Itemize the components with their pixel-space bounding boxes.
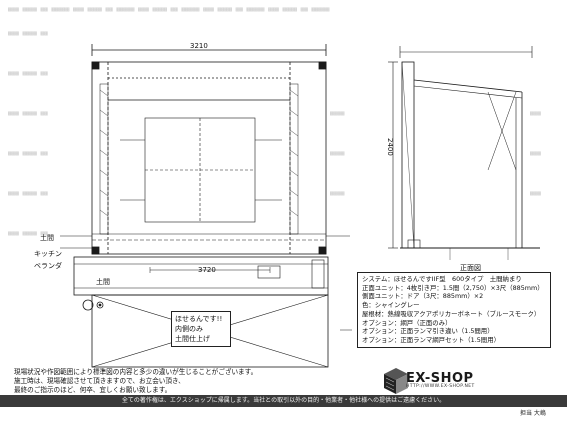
spec-line: 色：シャイングレー	[362, 301, 420, 310]
watermark: ▦▦▦ ▦▦▦▦ ▦▦	[8, 150, 48, 157]
watermark: ▦▦▦▦	[330, 110, 345, 117]
watermark: ▦▦▦	[530, 150, 541, 157]
footer-text: 全ての著作権は、エクスショップに帰属します。当社との取引以外の目的・他業者・他社…	[121, 397, 446, 404]
sunroom-plan-frame	[73, 256, 329, 296]
watermark: ▦▦▦ ▦▦▦▦ ▦▦	[8, 70, 48, 77]
watermark: ▦▦▦ ▦▦▦▦ ▦▦ ▦▦▦▦▦ ▦▦▦ ▦▦▦▦ ▦▦ ▦▦▦▦▦ ▦▦▦ …	[8, 6, 330, 13]
spec-line: オプション：正面ランマ引き違い（1.5間用）	[362, 327, 494, 336]
label-base: 土間	[96, 278, 110, 286]
callout-line: ほせるんです!!	[175, 315, 223, 323]
watermark: ▦▦▦▦	[330, 190, 345, 197]
spec-line: システム：ほせるんですIIF型 600タイプ 土間納まり	[362, 275, 522, 283]
watermark: ▦▦▦ ▦▦▦▦ ▦▦	[8, 230, 48, 237]
watermark: ▦▦▦	[530, 190, 541, 197]
label-left-mid: キッチン	[34, 250, 62, 258]
specification-box: システム：ほせるんですIIF型 600タイプ 土間納まり 正面ユニット：4枚引き…	[357, 272, 551, 348]
note-line: 現場状況や作図範囲により標準図の内容と多少の違いが生じることがございます。	[14, 368, 258, 376]
copyright-footer: 全ての著作権は、エクスショップに帰属します。当社との取引以外の目的・他業者・他社…	[0, 395, 567, 407]
label-left-top: 土間	[40, 234, 54, 242]
callout-line: 内側のみ	[175, 325, 203, 333]
watermark: ▦▦▦ ▦▦▦▦ ▦▦	[8, 30, 48, 37]
watermark: ▦▦▦▦	[330, 150, 345, 157]
spec-line: 正面ユニット：4枚引き戸：1.5間（2,750）×3尺（885mm）	[362, 283, 544, 292]
floor-area	[91, 294, 329, 368]
ex-shop-logo-mark	[384, 368, 408, 394]
callout-line: 土間仕上げ	[175, 335, 210, 343]
spec-line: オプション：正面ランマ網戸セット（1.5間用）	[362, 335, 500, 344]
watermark: ▦▦▦	[530, 110, 541, 117]
watermark: ▦▦▦ ▦▦▦▦ ▦▦	[8, 110, 48, 117]
note-line: 施工時は、現場確認させて頂きますので、お立会い頂き、	[14, 377, 185, 385]
elevation-caption: 正面図	[460, 264, 481, 272]
staff-name: 担当 大嶋	[520, 410, 546, 417]
construction-notes: 現場状況や作図範囲により標準図の内容と多少の違いが生じることがございます。 施工…	[14, 368, 354, 395]
label-left-low: ベランダ	[34, 262, 62, 270]
brand-name: EX-SHOP	[406, 371, 474, 386]
dimension-bottom-label: 3720	[198, 266, 216, 274]
note-line: 最終のご指示のほど、何卒、宜しくお願い致します。	[14, 386, 172, 394]
spec-line: 屋根材：熱線吸収アクアポリカーボネート（ブルースモーク）	[362, 309, 541, 318]
dimension-height-label: 2400	[386, 138, 394, 156]
dimension-width-label: 3210	[190, 42, 208, 50]
floor-finish-callout: ほせるんです!! 内側のみ 土間仕上げ	[171, 311, 231, 347]
brand-url: HTTP://WWW.EX-SHOP.NET	[406, 384, 475, 389]
spec-line: 側面ユニット：ドア（3尺：885mm）×2	[362, 292, 484, 301]
plan-outer-frame	[91, 61, 327, 255]
spec-line: オプション：網戸（正面のみ）	[362, 318, 452, 327]
watermark: ▦▦▦ ▦▦▦▦ ▦▦	[8, 190, 48, 197]
